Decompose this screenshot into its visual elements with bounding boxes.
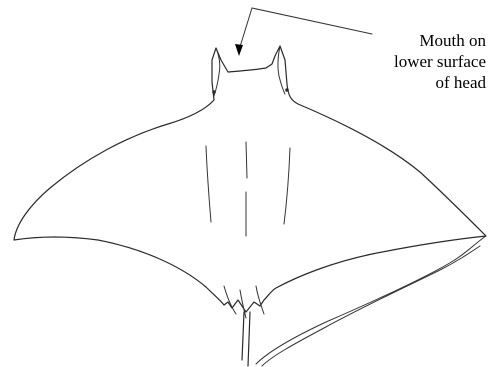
tail bbox=[242, 312, 250, 366]
arrowhead-icon bbox=[235, 44, 243, 56]
right-cephalic-fin bbox=[278, 46, 285, 94]
right-eye bbox=[285, 88, 289, 92]
pelvic-fin-left bbox=[224, 286, 236, 314]
spine-line-upper bbox=[246, 142, 247, 178]
annotation-line-3: of head bbox=[350, 72, 486, 93]
annotation-line-1: Mouth on bbox=[350, 30, 486, 51]
right-back-line bbox=[284, 148, 290, 224]
mouth-annotation: Mouth on lower surface of head bbox=[350, 30, 486, 93]
left-back-line bbox=[206, 146, 211, 222]
pelvic-fin-right bbox=[256, 286, 264, 314]
left-eye bbox=[212, 90, 216, 94]
annotation-line-2: lower surface bbox=[350, 51, 486, 72]
right-wing-trailing-edge bbox=[256, 236, 486, 364]
